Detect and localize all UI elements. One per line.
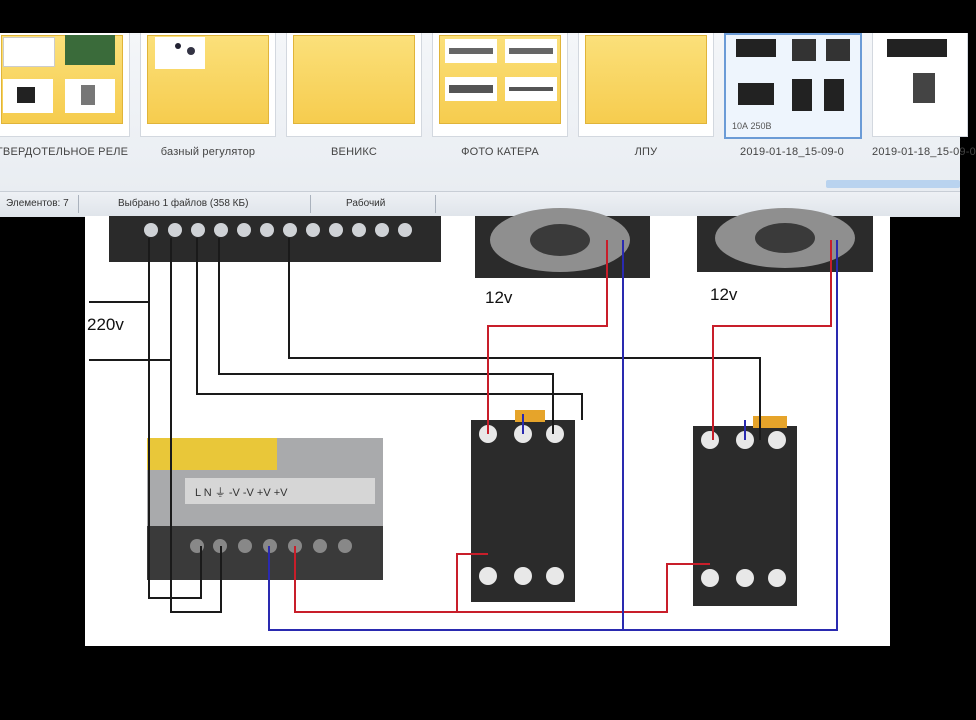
fan2-voltage-label: 12v xyxy=(710,285,738,304)
status-divider xyxy=(78,195,79,213)
thumbnail-chip xyxy=(3,79,53,113)
status-divider xyxy=(435,195,436,213)
thumbnail-board xyxy=(65,35,115,65)
status-selection: Выбрано 1 файлов (358 КБ) xyxy=(118,198,249,209)
blue-wires xyxy=(268,240,838,631)
thumbnail-regulator xyxy=(155,37,205,69)
file-caption[interactable]: ЛПУ xyxy=(634,146,658,158)
thumbnail-relay xyxy=(3,37,55,67)
file-caption[interactable]: ТВЕРДОТЕЛЬНОЕ РЕЛЕ xyxy=(0,146,129,158)
thumbnail-part xyxy=(736,39,776,57)
folder-icon xyxy=(293,35,415,124)
thumbnail-component-3 xyxy=(445,77,497,101)
file-tile-photo-katera[interactable] xyxy=(432,33,568,137)
thumbnail-component-1 xyxy=(445,39,497,63)
wiring-diagram-canvas: L N ⏚ -V -V +V +V xyxy=(89,208,873,631)
status-items-count: Элементов: 7 xyxy=(6,198,69,209)
folder-icon xyxy=(585,35,707,124)
thumbnail-component-4 xyxy=(505,77,557,101)
status-location: Рабочий xyxy=(346,198,386,209)
thumbnail-part xyxy=(738,83,774,105)
power-supply-unit: L N ⏚ -V -V +V +V xyxy=(147,438,383,580)
file-tile-lpu[interactable] xyxy=(578,33,714,137)
file-tile-regulator[interactable] xyxy=(140,33,276,137)
relay-socket-2 xyxy=(693,416,797,606)
terminal-block xyxy=(109,216,441,262)
thumbnail-part xyxy=(792,39,816,61)
psu-terminal-labels: L N ⏚ -V -V +V +V xyxy=(195,486,288,499)
thumbnail-part xyxy=(826,39,850,61)
file-tile-screenshot[interactable] xyxy=(872,33,968,137)
cooling-fan-2 xyxy=(697,208,873,272)
file-explorer: ТВЕРДОТЕЛЬНОЕ РЕЛЕ базный регулятор ВЕНИ… xyxy=(0,33,976,191)
thumbnail-mosfet xyxy=(65,79,115,113)
fan1-voltage-label: 12v xyxy=(485,288,513,307)
file-caption[interactable]: 2019-01-18_15-09-0 xyxy=(740,146,844,158)
file-caption[interactable]: ФОТО КАТЕРА xyxy=(461,146,539,158)
relay-socket-1 xyxy=(471,410,575,602)
file-caption[interactable]: 2019-01-18_15-09-0 xyxy=(872,146,976,158)
file-tile-veniks[interactable] xyxy=(286,33,422,137)
wiring-diagram: L N ⏚ -V -V +V +V xyxy=(85,208,890,646)
thumbnail-component-2 xyxy=(505,39,557,63)
thumbnail-part xyxy=(887,39,947,57)
red-wires xyxy=(294,240,832,613)
status-divider xyxy=(310,195,311,213)
mains-voltage-label: 220v xyxy=(87,315,124,334)
thumbnail-part xyxy=(824,79,844,111)
thumbnail-badge: 10А 250В xyxy=(732,121,772,131)
file-tile-screenshot-selected[interactable]: 10А 250В xyxy=(724,33,862,139)
cooling-fan-1 xyxy=(475,208,650,278)
file-caption[interactable]: ВЕНИКС xyxy=(331,146,377,158)
thumbnail-part xyxy=(792,79,812,111)
horizontal-scrollbar[interactable] xyxy=(826,180,960,188)
file-tile-solid-state-relay[interactable] xyxy=(0,33,130,137)
thumbnail-part xyxy=(913,73,935,103)
black-wires xyxy=(89,238,761,613)
file-caption[interactable]: базный регулятор xyxy=(160,146,256,158)
